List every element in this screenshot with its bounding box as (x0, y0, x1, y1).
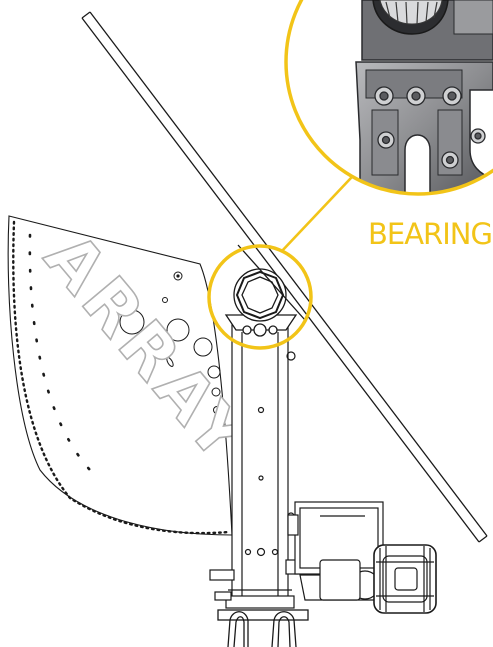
highlight-ring (207, 244, 313, 350)
bearing-housing (224, 244, 306, 337)
drive-motor (287, 501, 437, 614)
bearing-detail-icon (286, 0, 493, 194)
bearing-callout (207, 0, 493, 350)
sector-plate (7, 215, 233, 536)
magnifier-ring (284, 0, 493, 196)
callout-label: BEARING (368, 217, 493, 251)
support-post (209, 324, 299, 609)
base-legs (217, 609, 309, 647)
